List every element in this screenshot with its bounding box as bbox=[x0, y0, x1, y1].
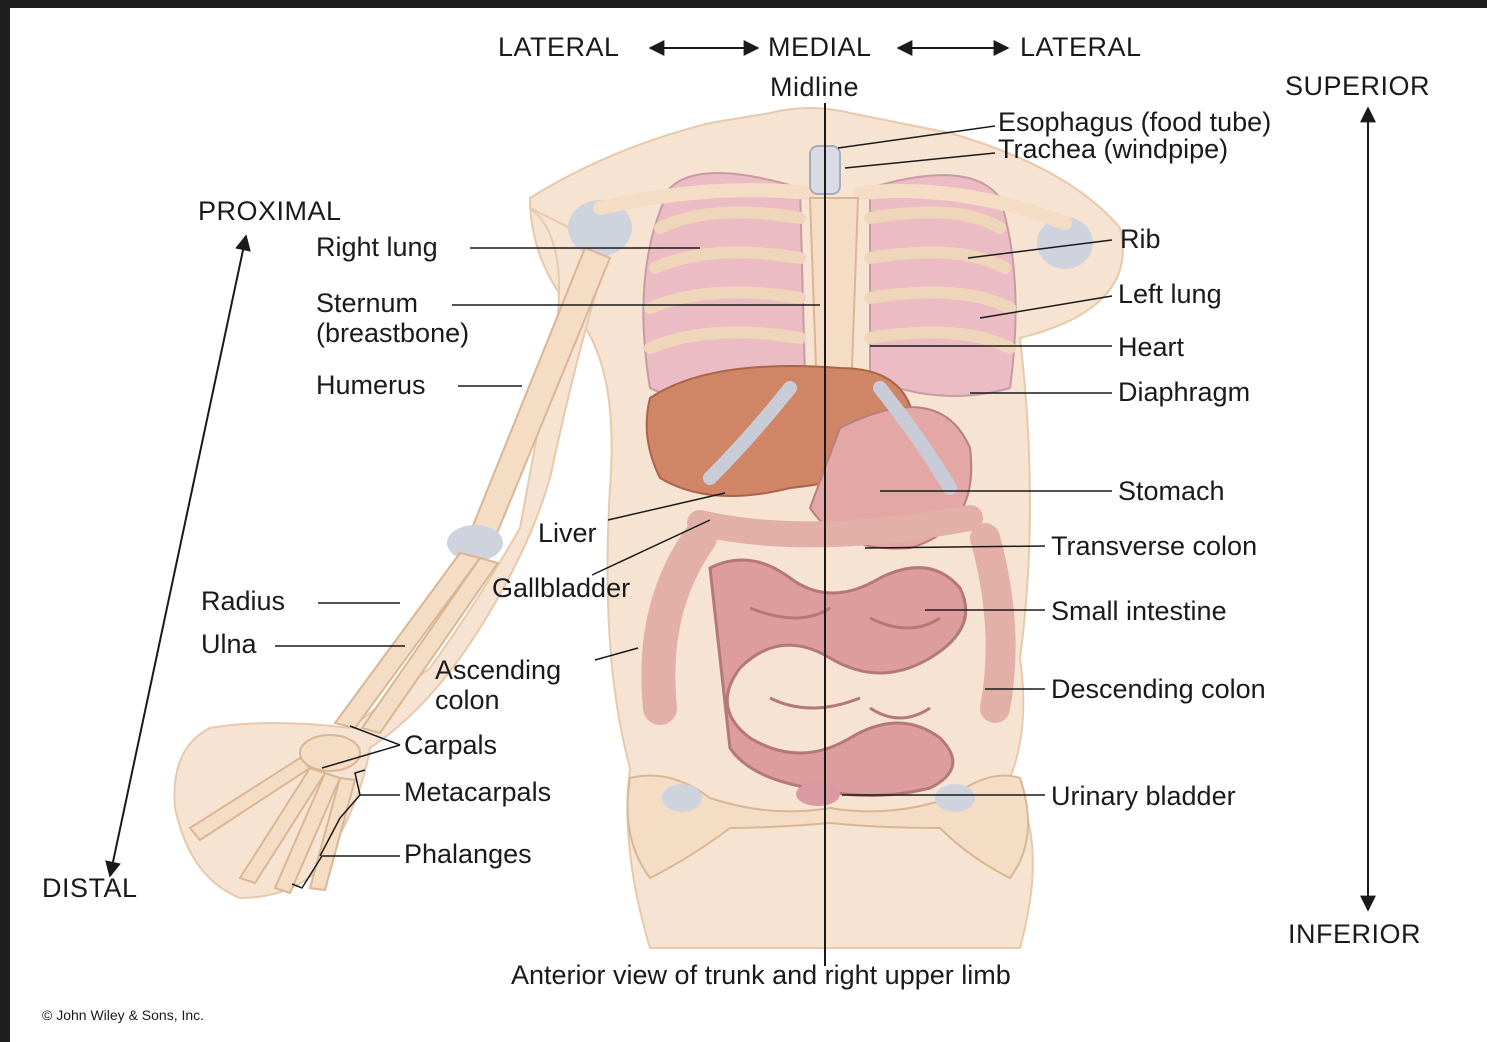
gallbladder-label: Gallbladder bbox=[492, 573, 630, 603]
ulna-label: Ulna bbox=[201, 629, 257, 659]
proximal-label: PROXIMAL bbox=[198, 196, 342, 226]
radius-label: Radius bbox=[201, 586, 285, 616]
diaphragm-label: Diaphragm bbox=[1118, 377, 1250, 407]
midline-label: Midline bbox=[770, 72, 859, 102]
hip-joint-left bbox=[935, 784, 975, 812]
trachea-label: Trachea (windpipe) bbox=[998, 134, 1228, 164]
lateral-left-label: LATERAL bbox=[498, 32, 620, 62]
transverse-colon-label: Transverse colon bbox=[1051, 531, 1257, 561]
medial-label: MEDIAL bbox=[768, 32, 872, 62]
superior-label: SUPERIOR bbox=[1285, 71, 1430, 101]
metacarpals-label: Metacarpals bbox=[404, 777, 551, 807]
rib-label: Rib bbox=[1120, 224, 1161, 254]
phalanges-label: Phalanges bbox=[404, 839, 532, 869]
ascending-colon-word-label: colon bbox=[435, 685, 500, 715]
distal-label: DISTAL bbox=[42, 873, 138, 903]
liver-label: Liver bbox=[538, 518, 597, 548]
right-lung-label: Right lung bbox=[316, 232, 438, 262]
carpals-label: Carpals bbox=[404, 730, 497, 760]
descending-colon-shape bbox=[985, 538, 1001, 708]
esophagus-label: Esophagus (food tube) bbox=[998, 107, 1271, 137]
hip-joint-right bbox=[662, 784, 702, 812]
breastbone-label: (breastbone) bbox=[316, 318, 469, 348]
sternum-bone bbox=[810, 198, 858, 388]
copyright-notice: © John Wiley & Sons, Inc. bbox=[42, 1007, 204, 1023]
lateral-right-label: LATERAL bbox=[1020, 32, 1142, 62]
left-lung-label: Left lung bbox=[1118, 279, 1222, 309]
elbow-joint bbox=[447, 525, 503, 561]
figure-caption: Anterior view of trunk and right upper l… bbox=[511, 960, 1011, 990]
small-intestine-label: Small intestine bbox=[1051, 596, 1227, 626]
humerus-label: Humerus bbox=[316, 370, 426, 400]
stomach-label: Stomach bbox=[1118, 476, 1225, 506]
descending-colon-label: Descending colon bbox=[1051, 674, 1266, 704]
urinary-bladder-shape bbox=[796, 782, 840, 806]
anatomy-illustration bbox=[10, 8, 1487, 1042]
diagram-canvas: LATERAL MEDIAL LATERAL Midline SUPERIOR … bbox=[10, 8, 1487, 1042]
sternum-label: Sternum bbox=[316, 288, 418, 318]
heart-label: Heart bbox=[1118, 332, 1184, 362]
inferior-label: INFERIOR bbox=[1288, 919, 1421, 949]
urinary-bladder-label: Urinary bladder bbox=[1051, 781, 1236, 811]
ascending-label: Ascending bbox=[435, 655, 561, 685]
